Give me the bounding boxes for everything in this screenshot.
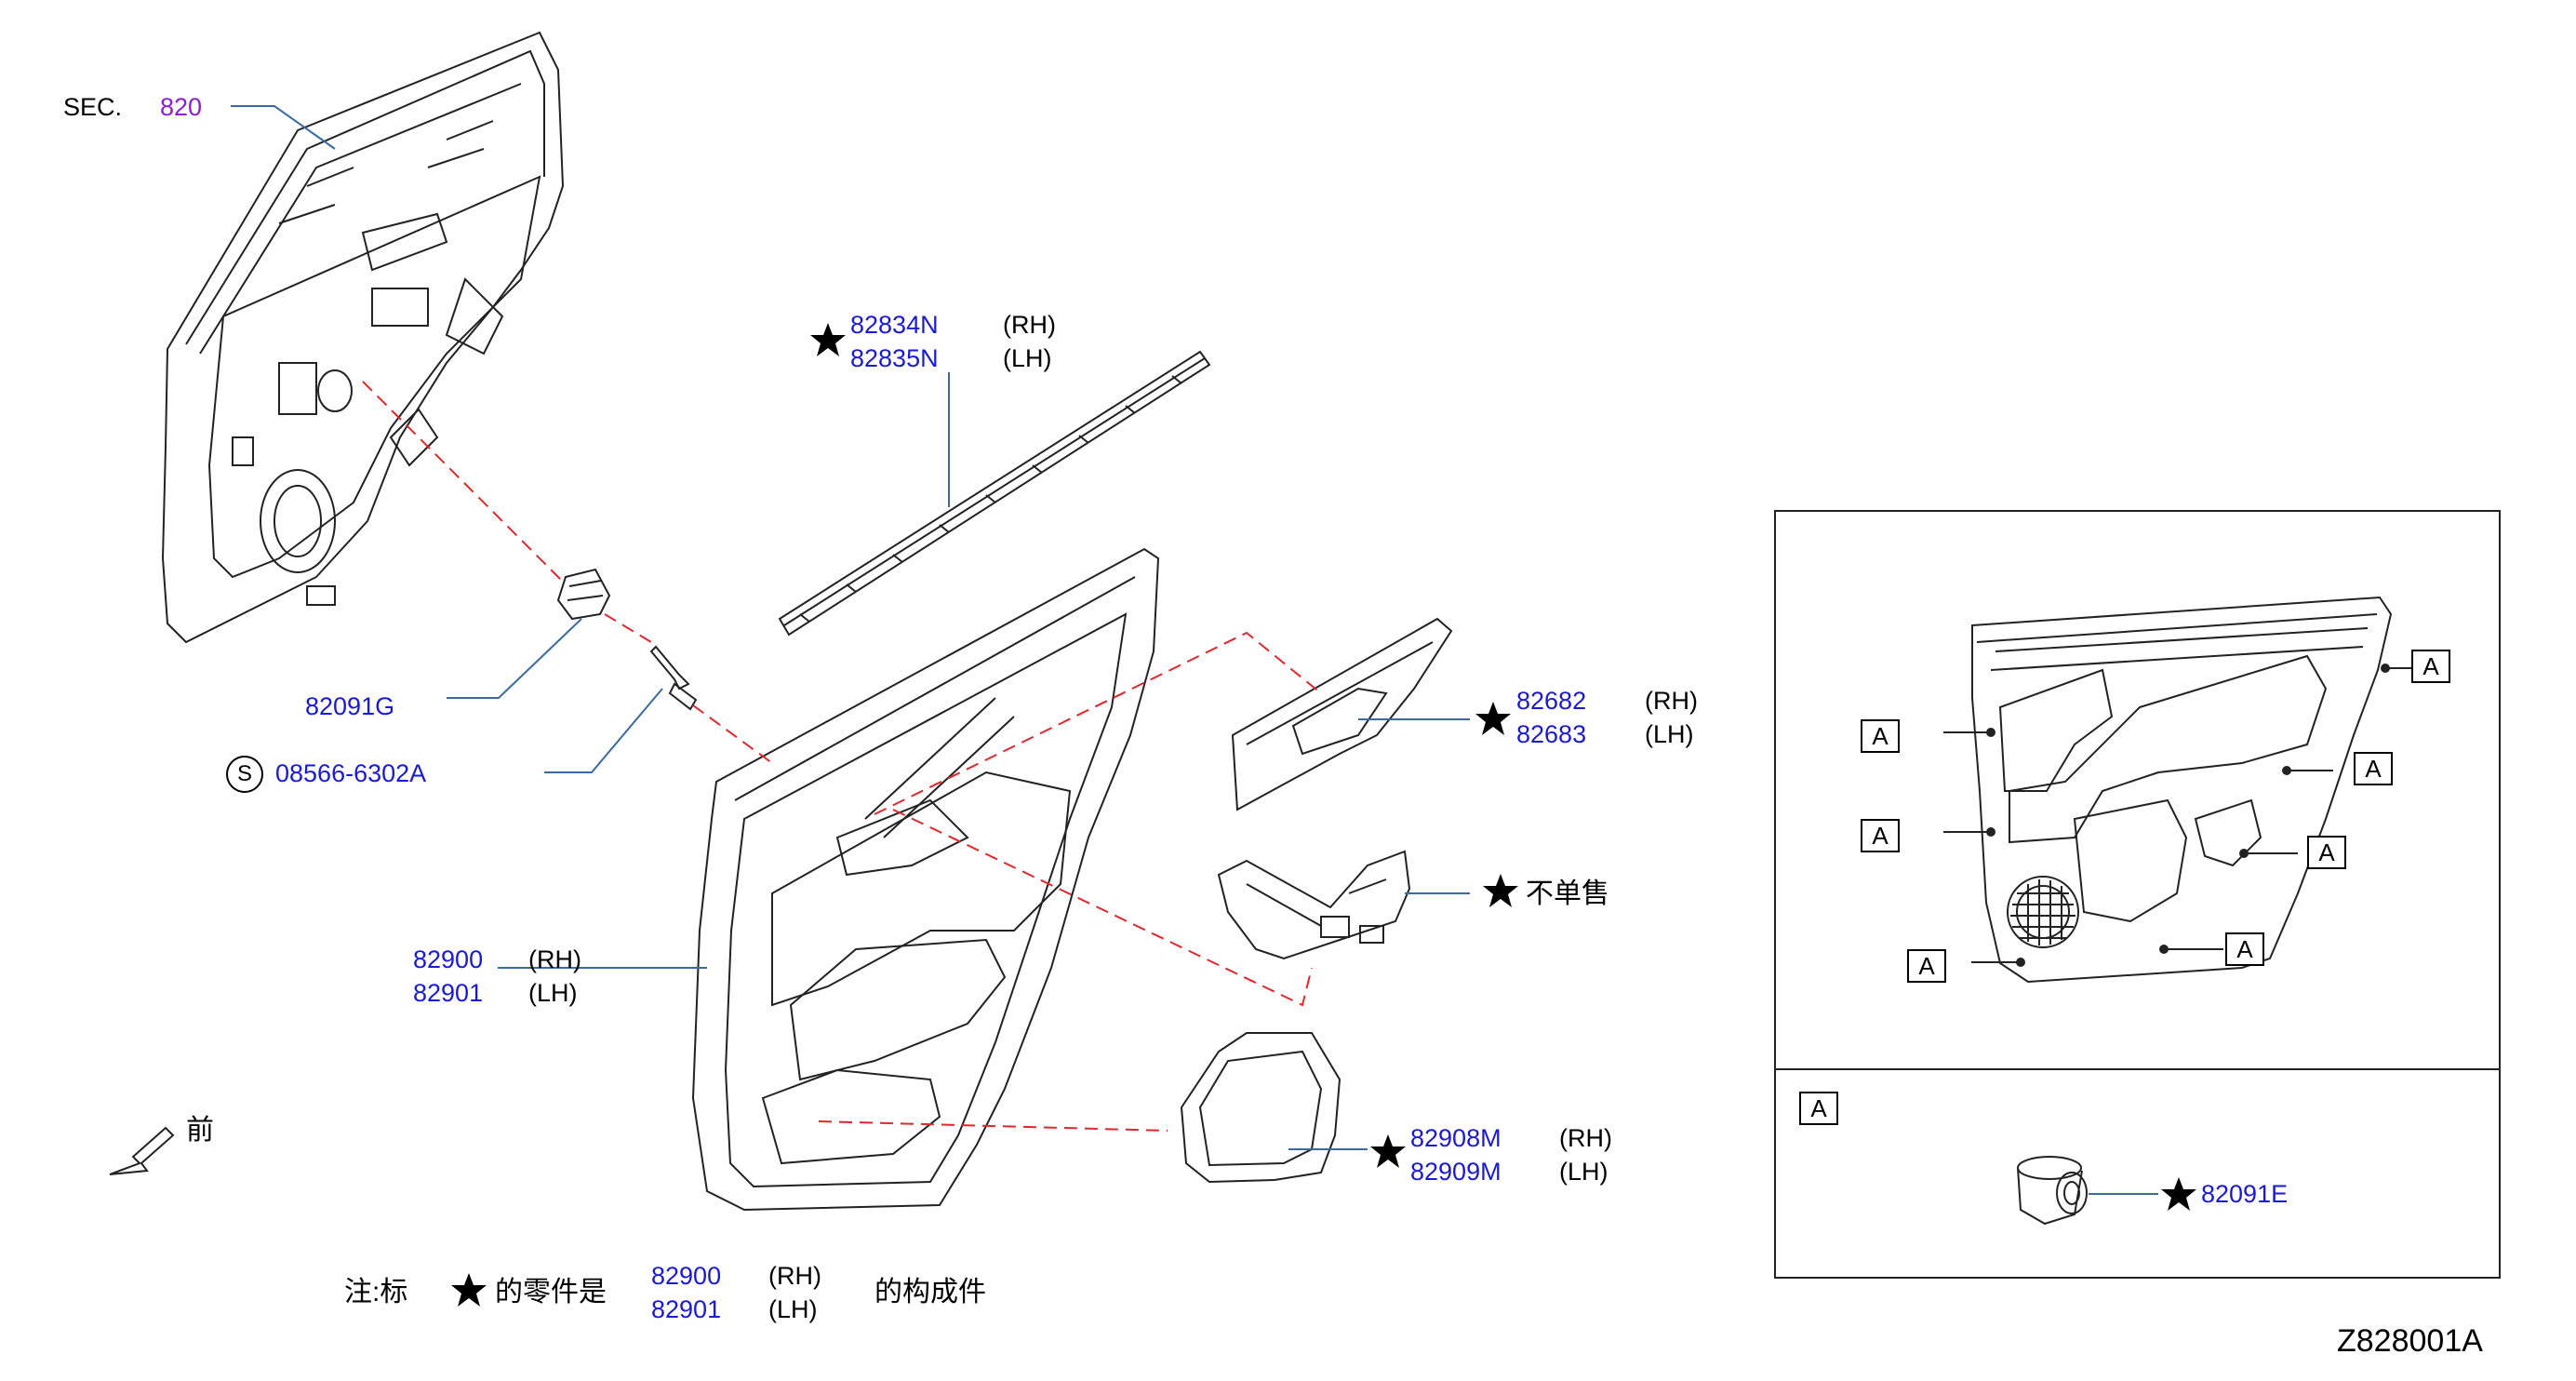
detail-tag-a: A bbox=[2354, 752, 2393, 785]
detail-view-panel bbox=[1774, 510, 2501, 1279]
detail-panel-divider bbox=[1774, 1068, 2499, 1070]
weatherstrip-drawing bbox=[778, 350, 1211, 637]
side-rh-label: (RH) bbox=[1003, 311, 1056, 339]
detail-tag-a: A bbox=[2225, 932, 2264, 966]
detail-tag-a: A bbox=[1799, 1092, 1838, 1125]
note-side-rh: (RH) bbox=[768, 1262, 821, 1290]
figure-id: Z828001A bbox=[2337, 1323, 2483, 1359]
note-prefix: 注:标 bbox=[344, 1277, 408, 1307]
detail-tag-a: A bbox=[1907, 949, 1946, 983]
detail-tag-a: A bbox=[1861, 819, 1900, 852]
star-icon bbox=[1483, 874, 1518, 907]
front-direction-label: 前 bbox=[186, 1115, 214, 1146]
note-suffix: 的构成件 bbox=[874, 1277, 986, 1307]
part-82683-link[interactable]: 82683 bbox=[1516, 720, 1587, 748]
dashed-guides bbox=[362, 381, 1322, 1132]
front-arrow-drawing bbox=[109, 1126, 175, 1175]
part-82682-link[interactable]: 82682 bbox=[1516, 687, 1587, 715]
part-82091e-link[interactable]: 82091E bbox=[2201, 1180, 2289, 1208]
star-icon bbox=[1370, 1134, 1406, 1168]
side-lh-label: (LH) bbox=[1003, 344, 1052, 372]
part-82909m-link[interactable]: 82909M bbox=[1410, 1158, 1502, 1186]
detail-tag-a: A bbox=[1861, 719, 1900, 753]
side-rh-label: (RH) bbox=[528, 945, 581, 973]
star-icon bbox=[2161, 1177, 2196, 1211]
pull-trim-drawing bbox=[1180, 1032, 1341, 1184]
star-icon bbox=[451, 1273, 487, 1307]
side-lh-label: (LH) bbox=[528, 979, 578, 1007]
part-82835n-link[interactable]: 82835N bbox=[850, 344, 939, 372]
not-sold-separately-label: 不单售 bbox=[1526, 878, 1609, 909]
part-82091g-link[interactable]: 82091G bbox=[305, 692, 395, 720]
part-82908m-link[interactable]: 82908M bbox=[1410, 1124, 1502, 1152]
note-side-lh: (LH) bbox=[768, 1295, 818, 1323]
part-82834n-link[interactable]: 82834N bbox=[850, 311, 939, 339]
side-rh-label: (RH) bbox=[1559, 1124, 1612, 1152]
detail-tag-a: A bbox=[2411, 650, 2450, 683]
side-lh-label: (LH) bbox=[1645, 720, 1694, 748]
part-08566-6302a-link[interactable]: 08566-6302A bbox=[275, 759, 427, 787]
part-82900-link[interactable]: 82900 bbox=[413, 945, 484, 973]
detail-tag-a: A bbox=[2307, 836, 2346, 869]
note-part-82900-link[interactable]: 82900 bbox=[651, 1262, 722, 1290]
door-inner-panel bbox=[161, 31, 565, 644]
note-part-82901-link[interactable]: 82901 bbox=[651, 1295, 722, 1323]
star-icon bbox=[1475, 702, 1511, 735]
bracket-drawing bbox=[1217, 850, 1411, 960]
clip-82091g-drawing bbox=[556, 568, 611, 621]
door-trim-drawing bbox=[691, 547, 1160, 1212]
clip-82091e-drawing bbox=[2017, 1156, 2088, 1226]
detail-dots bbox=[1986, 664, 2390, 967]
switch-finisher-drawing bbox=[1231, 617, 1453, 811]
side-rh-label: (RH) bbox=[1645, 687, 1698, 715]
sec-prefix: SEC. bbox=[63, 93, 123, 121]
sec-number-link[interactable]: 820 bbox=[160, 93, 203, 121]
detail-door-drawing bbox=[1971, 596, 2393, 984]
note-middle: 的零件是 bbox=[495, 1277, 607, 1307]
part-82901-link[interactable]: 82901 bbox=[413, 979, 484, 1007]
star-icon bbox=[810, 323, 846, 356]
standard-part-badge: S bbox=[226, 756, 263, 793]
screw-drawing bbox=[649, 645, 698, 711]
side-lh-label: (LH) bbox=[1559, 1158, 1608, 1186]
